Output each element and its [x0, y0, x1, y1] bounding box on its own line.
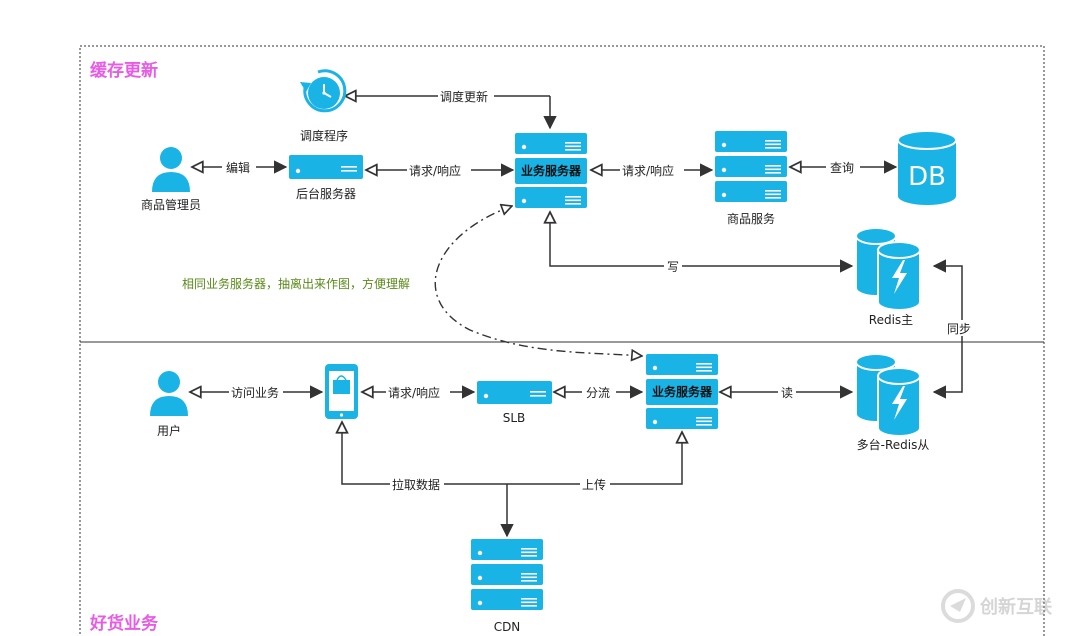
server-stack-icon	[471, 539, 543, 610]
section-title-goods-business: 好货业务	[89, 613, 159, 634]
edge-label-split: 分流	[586, 386, 610, 400]
goods-service-node: 商品服务	[715, 131, 787, 226]
person-icon	[152, 147, 190, 192]
section-title-cache-update: 缓存更新	[90, 60, 158, 81]
cdn-label: CDN	[494, 620, 521, 634]
mobile-node	[325, 364, 358, 419]
edge-same-server-link	[434, 206, 642, 356]
admin-label: 商品管理员	[141, 197, 201, 212]
slb-node: SLB	[477, 381, 552, 425]
edge-label-req-resp-2: 请求/响应	[622, 163, 674, 178]
db-node: DB	[897, 130, 957, 205]
redis-slave-label: 多台-Redis从	[857, 437, 930, 452]
edge-label-pull-data: 拉取数据	[392, 477, 440, 492]
edge-label-sync: 同步	[947, 322, 971, 336]
edge-upload	[507, 432, 682, 485]
biz-server-top-node: 业务服务器	[515, 133, 587, 208]
goods-service-label: 商品服务	[727, 211, 775, 226]
edge-label-req-resp-1: 请求/响应	[409, 163, 461, 178]
watermark: 创新互联	[941, 589, 1052, 623]
server-stack-icon	[515, 133, 587, 208]
person-icon	[150, 371, 188, 416]
edge-label-read: 读	[781, 386, 793, 400]
note-label: 相同业务服务器，抽离出来作图，方便理解	[182, 276, 410, 291]
edge-label-visit: 访问业务	[231, 385, 279, 400]
edge-write	[550, 212, 852, 266]
scheduler-node: 调度程序	[300, 69, 348, 143]
edge-label-query: 查询	[830, 161, 854, 175]
user-node: 用户	[150, 371, 188, 438]
redis-master-label: Redis主	[869, 313, 913, 327]
biz-top-label: 业务服务器	[521, 163, 582, 178]
redis-master-node: Redis主	[855, 227, 921, 327]
server-icon	[289, 155, 363, 179]
db-label: DB	[908, 162, 946, 192]
scheduler-label: 调度程序	[300, 128, 348, 143]
edge-label-write: 写	[667, 260, 679, 274]
edge-pull-data	[342, 422, 507, 485]
redis-icon	[855, 353, 921, 437]
user-label: 用户	[157, 423, 181, 438]
edge-label-req-resp-3: 请求/响应	[388, 385, 440, 400]
edge-label-edit: 编辑	[226, 160, 250, 175]
cdn-node: CDN	[471, 539, 543, 634]
watermark-text: 创新互联	[979, 596, 1052, 618]
admin-node: 商品管理员	[141, 147, 201, 212]
database-icon	[897, 130, 957, 205]
server-stack-icon	[646, 354, 718, 429]
backend-label: 后台服务器	[296, 186, 356, 201]
edge-label-upload: 上传	[582, 477, 606, 492]
slb-label: SLB	[503, 411, 526, 425]
edge-label-schedule-update: 调度更新	[440, 89, 488, 104]
redis-icon	[855, 227, 921, 311]
backend-server-node: 后台服务器	[289, 155, 363, 201]
biz-bottom-label: 业务服务器	[652, 384, 713, 399]
clock-icon	[300, 69, 347, 113]
server-stack-icon	[715, 131, 787, 202]
biz-server-bottom-node: 业务服务器	[646, 354, 718, 429]
mobile-shop-icon	[325, 364, 358, 419]
server-icon	[477, 381, 552, 404]
redis-slave-node: 多台-Redis从	[855, 353, 930, 452]
